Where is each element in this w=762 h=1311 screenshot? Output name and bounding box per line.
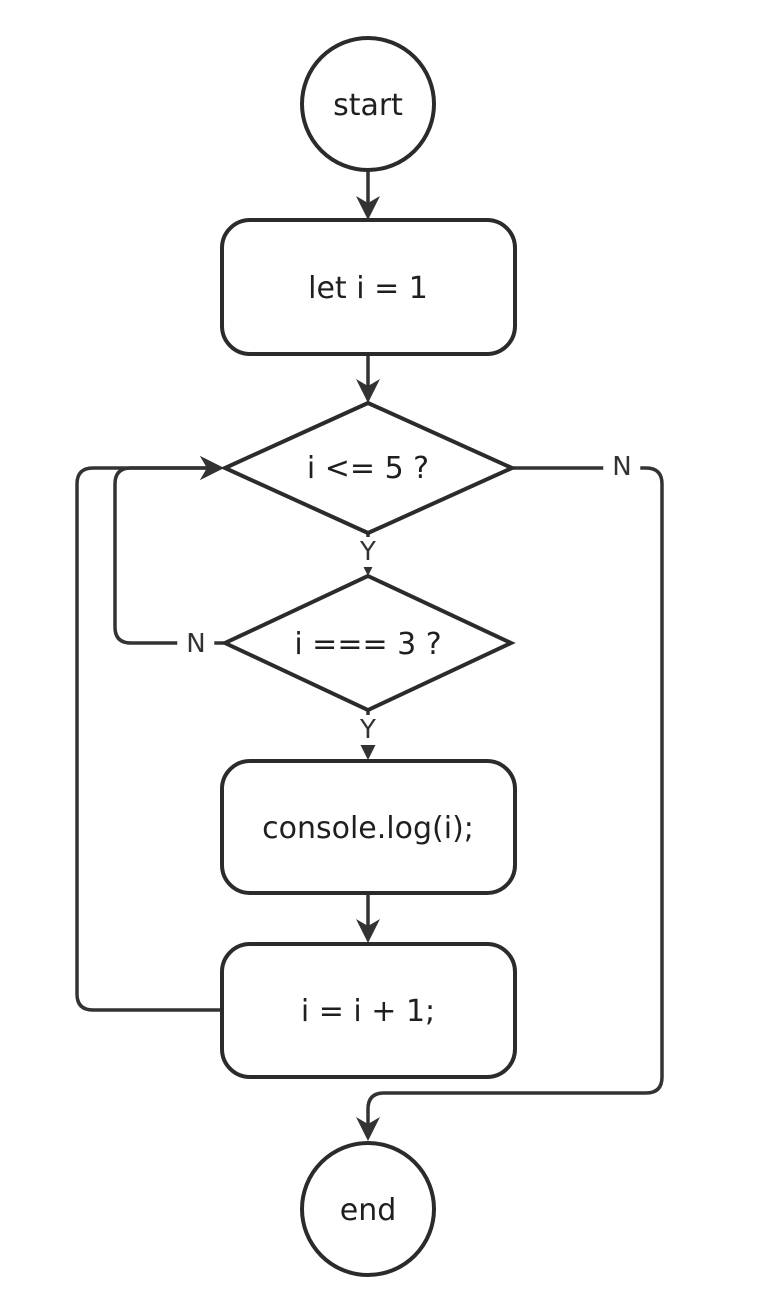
edge-cond2-cond1-no bbox=[113, 456, 225, 645]
edge-inc-cond1-loop bbox=[75, 456, 224, 1012]
node-init-shape bbox=[220, 218, 517, 356]
node-inc-shape bbox=[220, 942, 517, 1079]
edge-label-cond1-yes: Y bbox=[351, 537, 385, 567]
node-log-label: console.log(i); bbox=[262, 811, 474, 846]
node-cond1-label: i <= 5 ? bbox=[306, 451, 430, 486]
node-cond1-shape bbox=[220, 400, 517, 536]
node-cond2-shape bbox=[220, 573, 516, 713]
node-start-shape bbox=[300, 36, 436, 172]
node-log-shape bbox=[220, 759, 517, 895]
node-start-label: start bbox=[333, 88, 403, 123]
edge-cond1-end-no bbox=[356, 466, 664, 1141]
node-init-label: let i = 1 bbox=[308, 271, 428, 306]
node-end-shape bbox=[300, 1141, 436, 1277]
node-end-label: end bbox=[339, 1193, 397, 1228]
node-inc-label: i = i + 1; bbox=[300, 994, 436, 1029]
node-cond2-label: i === 3 ? bbox=[294, 627, 442, 662]
edge-label-cond1-no: N bbox=[603, 452, 641, 482]
edge-label-cond2-yes: Y bbox=[351, 715, 385, 745]
edge-label-cond2-no: N bbox=[177, 629, 215, 659]
